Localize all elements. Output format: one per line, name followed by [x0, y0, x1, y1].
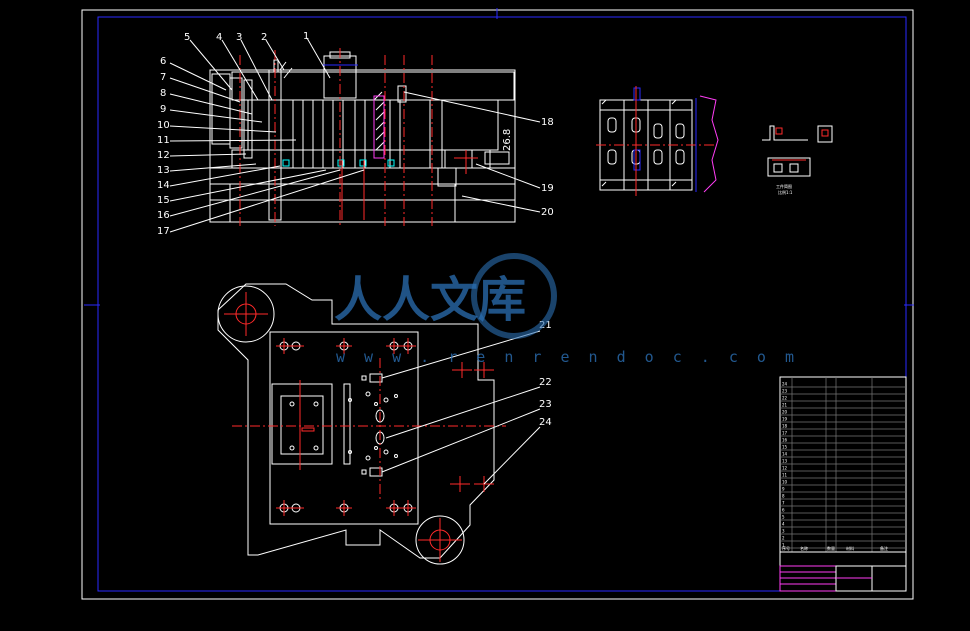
title-block-row-number: 13: [782, 459, 788, 464]
title-block-row-number: 22: [782, 396, 788, 401]
title-block-row-number: 14: [782, 452, 788, 457]
title-block-row-number: 15: [782, 445, 788, 450]
title-block-row-number: 24: [782, 382, 788, 387]
callout-24: 24: [539, 417, 552, 428]
title-block-header: 序号 名称 数量 材料 备注: [782, 545, 888, 551]
callout-6: 6: [160, 56, 166, 67]
plan-view: 21 22 23 24: [217, 283, 552, 565]
section-view: [169, 37, 541, 233]
title-block-row-number: 6: [782, 508, 785, 513]
header-material: 材料: [846, 545, 854, 551]
callout-10: 10: [157, 120, 170, 131]
callout-2: 2: [261, 32, 267, 43]
part-sketch: 工件简图 比例1:1: [762, 125, 833, 195]
strip-layout: [596, 86, 719, 196]
callout-5: 5: [184, 32, 190, 43]
title-block-row-number: 10: [782, 480, 788, 485]
callout-13: 13: [157, 165, 170, 176]
callout-11: 11: [157, 135, 170, 146]
callout-16: 16: [157, 210, 170, 221]
watermark: 人人文库 w w w . r e n r e n d o c . c o m: [334, 253, 799, 366]
title-block-row-number: 5: [782, 515, 785, 520]
title-block-row-number: 11: [782, 473, 788, 478]
callout-14: 14: [157, 180, 170, 191]
title-block-row-number: 2: [782, 536, 785, 541]
callout-8: 8: [160, 88, 166, 99]
title-block-row-number: 16: [782, 438, 788, 443]
part-sketch-scale: 比例1:1: [778, 189, 793, 195]
header-remark: 备注: [880, 545, 888, 551]
callout-1: 1: [303, 31, 309, 42]
callout-21: 21: [539, 320, 552, 331]
inner-border: [97, 16, 907, 592]
part-sketch-caption: 工件简图: [776, 183, 792, 189]
title-block-row-number: 4: [782, 522, 785, 527]
section-callouts: 1 2 3 4 5 6 7 8 9 10 11 12 13 14 15 16 1…: [157, 31, 554, 237]
title-block: 242322212019181716151413121110987654321 …: [779, 376, 907, 592]
callout-19: 19: [541, 183, 554, 194]
title-block-row-number: 17: [782, 431, 788, 436]
title-block-row-number: 12: [782, 466, 788, 471]
side-note: 26.8: [502, 129, 513, 151]
title-block-row-number: 18: [782, 424, 788, 429]
header-qty: 数量: [827, 545, 835, 551]
title-block-row-number: 9: [782, 487, 785, 492]
callout-12: 12: [157, 150, 170, 161]
title-block-row-number: 3: [782, 529, 785, 534]
title-block-row-number: 8: [782, 494, 785, 499]
watermark-url: w w w . r e n r e n d o c . c o m: [336, 348, 799, 366]
header-name: 名称: [800, 545, 808, 551]
title-block-row-number: 20: [782, 410, 788, 415]
callout-7: 7: [160, 72, 166, 83]
callout-22: 22: [539, 377, 552, 388]
watermark-brand: 人人文库: [334, 272, 526, 328]
title-block-row-number: 19: [782, 417, 788, 422]
callout-4: 4: [216, 32, 222, 43]
title-block-row-number: 23: [782, 389, 788, 394]
callout-18: 18: [541, 117, 554, 128]
callout-20: 20: [541, 207, 554, 218]
title-block-row-number: 1: [782, 543, 785, 548]
callout-15: 15: [157, 195, 170, 206]
title-block-row-number: 7: [782, 501, 785, 506]
callout-17: 17: [157, 226, 170, 237]
callout-9: 9: [160, 104, 166, 115]
title-block-row-number: 21: [782, 403, 788, 408]
callout-23: 23: [539, 399, 552, 410]
callout-3: 3: [236, 32, 242, 43]
header-no: 序号: [782, 545, 790, 551]
